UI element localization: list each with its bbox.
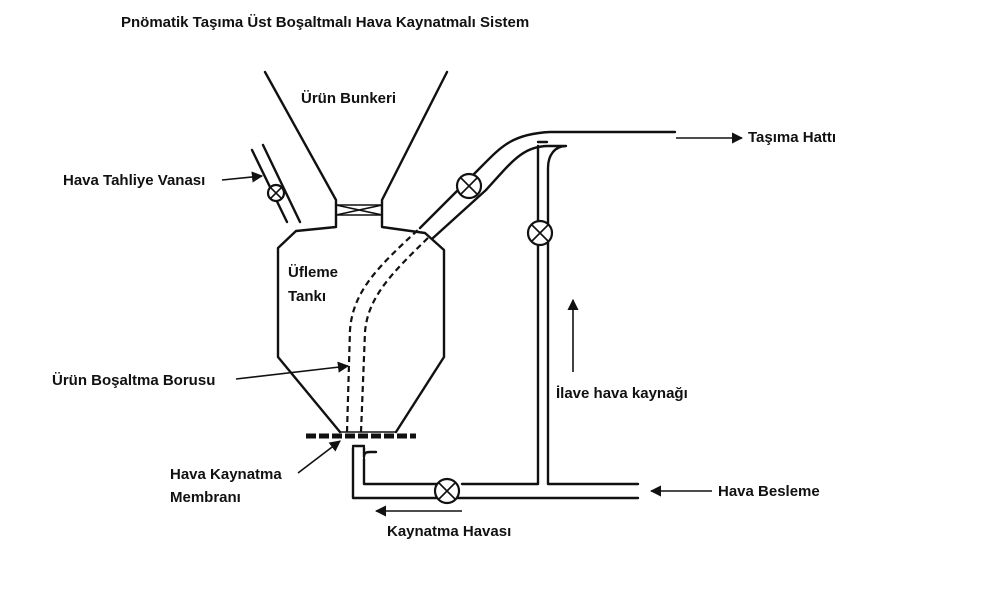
air-supply-label: Hava Besleme	[718, 483, 820, 500]
outlet-pipe	[418, 130, 744, 486]
extra-air-label: İlave hava kaynağı	[556, 385, 688, 402]
vent-valve	[266, 183, 286, 203]
outlet-valve	[455, 172, 483, 200]
discharge-pipe-label: Ürün Boşaltma Borusu	[52, 372, 216, 389]
extra-air-valve	[526, 219, 554, 247]
membrane-leader	[297, 440, 341, 474]
discharge-pipe-internal	[345, 227, 431, 433]
vent-pipe	[250, 143, 302, 224]
membrane-label-line1: Hava Kaynatma	[170, 466, 282, 483]
fluidizing-air-label: Kaynatma Havası	[387, 523, 512, 540]
discharge-pipe-leader	[235, 361, 350, 380]
diagram-title: Pnömatik Taşıma Üst Boşaltmalı Hava Kayn…	[121, 14, 530, 31]
fluidizing-valve	[433, 477, 461, 505]
bunker-label: Ürün Bunkeri	[301, 90, 397, 107]
tank-label-line2: Tankı	[288, 288, 327, 305]
fluidizing-air-pipe	[351, 444, 640, 500]
vent-valve-label: Hava Tahliye Vanası	[63, 172, 206, 189]
blow-tank	[276, 220, 446, 434]
product-bunker	[263, 70, 449, 224]
tank-label-line1: Üfleme	[288, 264, 339, 281]
vent-valve-leader	[221, 171, 264, 183]
conveying-line-label: Taşıma Hattı	[748, 129, 837, 146]
membrane-label-line2: Membranı	[170, 489, 241, 506]
